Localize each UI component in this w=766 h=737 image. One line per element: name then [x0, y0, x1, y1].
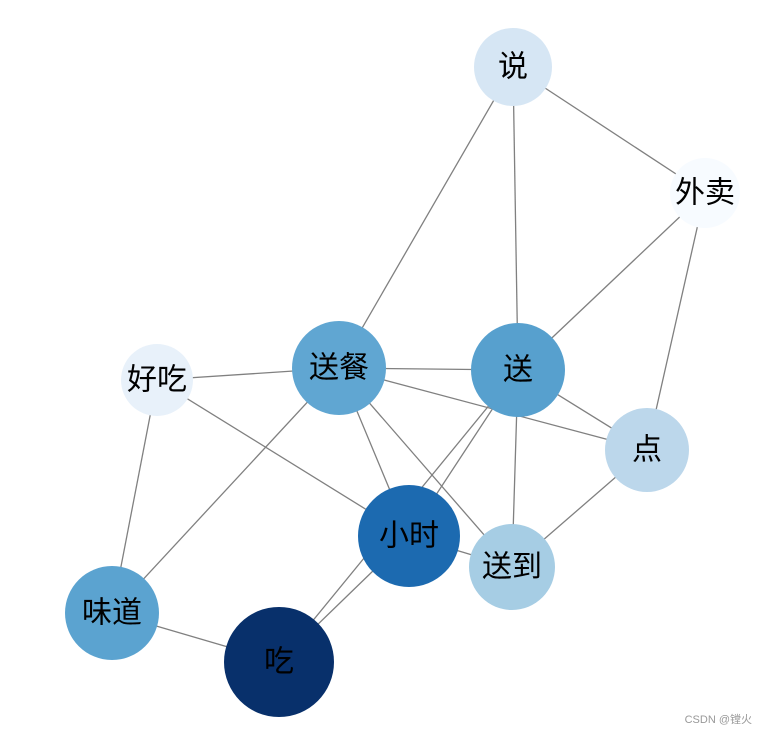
- node-circle: [358, 485, 460, 587]
- node-label: 点: [632, 433, 662, 468]
- node-circle: [605, 408, 689, 492]
- graph-node: 点: [605, 408, 689, 492]
- graph-node: 小时: [358, 485, 460, 587]
- graph-edge: [512, 66, 519, 371]
- node-label: 味道: [82, 596, 142, 631]
- node-label: 好吃: [127, 363, 187, 398]
- graph-node: 送: [471, 323, 565, 417]
- graph-edge: [111, 367, 340, 614]
- graph-edge: [646, 192, 706, 451]
- node-circle: [224, 607, 334, 717]
- graph-node: 送餐: [292, 321, 386, 415]
- graph-node: 送到: [469, 524, 555, 610]
- node-label: 外卖: [675, 176, 735, 211]
- node-circle: [471, 323, 565, 417]
- node-label: 送餐: [309, 351, 369, 386]
- node-label: 吃: [264, 645, 294, 680]
- graph-node: 吃: [224, 607, 334, 717]
- graph-node: 味道: [65, 566, 159, 660]
- node-circle: [121, 344, 193, 416]
- node-circle: [292, 321, 386, 415]
- graph-node: 说: [474, 28, 552, 106]
- node-circle: [474, 28, 552, 106]
- node-label: 送到: [482, 550, 542, 585]
- node-label: 小时: [379, 519, 439, 554]
- graph-node: 外卖: [670, 158, 740, 228]
- graph-node: 好吃: [121, 344, 193, 416]
- watermark: CSDN @镗火: [684, 714, 752, 726]
- node-label: 送: [503, 353, 533, 388]
- node-circle: [65, 566, 159, 660]
- node-circle: [670, 158, 740, 228]
- node-label: 说: [498, 50, 528, 85]
- node-circle: [469, 524, 555, 610]
- graph-edge: [338, 66, 514, 369]
